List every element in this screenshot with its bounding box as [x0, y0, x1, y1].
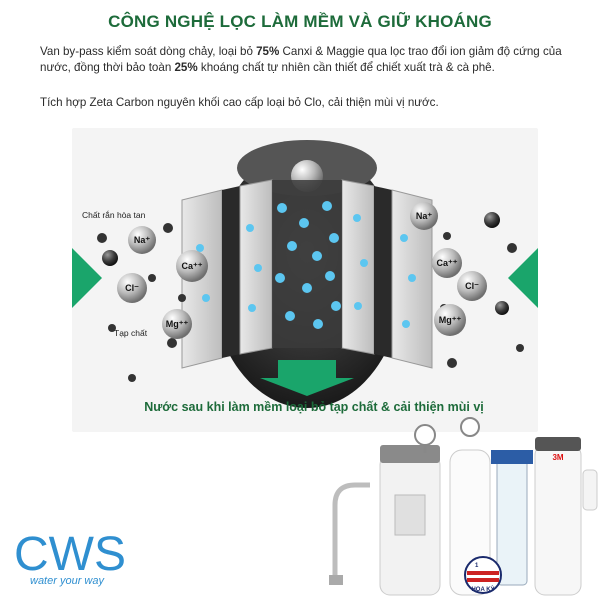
impurity-dots-left — [97, 223, 186, 382]
ion-left-ca-label: Ca⁺⁺ — [181, 261, 202, 271]
panel-right-2 — [374, 186, 392, 358]
ion-left-na: Na⁺ — [128, 226, 156, 254]
cartridge-3 — [534, 444, 582, 596]
water-droplets — [196, 201, 416, 329]
page-headline: CÔNG NGHỆ LỌC LÀM MỀM VÀ GIỮ KHOÁNG — [108, 12, 492, 31]
ion-left-na-label: Na⁺ — [134, 235, 151, 245]
ion-right-na: Na⁺ — [410, 202, 438, 230]
intro-percent-25: 25% — [174, 61, 198, 74]
badge-number: 1 — [475, 563, 479, 569]
filter-product-illustration: 3M 1 HOA KỲ — [329, 417, 598, 596]
intro-text-1: Van by-pass kiểm soát dòng chảy, loại bỏ — [40, 45, 257, 58]
ion-left-cl-label: Cl⁻ — [125, 283, 139, 293]
intro-percent-75: 75% — [256, 45, 280, 58]
cws-logo: CWS — [14, 528, 126, 581]
ion-right-ca-label: Ca⁺⁺ — [436, 258, 457, 268]
badge-label: HOA KỲ — [471, 586, 494, 593]
intro-paragraph: Van by-pass kiểm soát dòng chảy, loại bỏ… — [40, 44, 570, 76]
ion-right-cl: Cl⁻ — [457, 271, 487, 301]
ion-left-mg: Mg⁺⁺ — [162, 309, 192, 339]
filtration-illustration: Na⁺ Ca⁺⁺ Cl⁻ Mg⁺⁺ Na⁺ Ca⁺⁺ Cl⁻ Mg — [72, 140, 538, 408]
arrow-left — [72, 248, 102, 308]
diagram-caption: Nước sau khi làm mềm loại bỏ tạp chất & … — [144, 400, 484, 414]
dark-particle-1 — [102, 250, 118, 266]
ion-right-na-label: Na⁺ — [416, 211, 433, 221]
ion-right-ca: Ca⁺⁺ — [432, 248, 462, 278]
carbon-paragraph: Tích hợp Zeta Carbon nguyên khối cao cấp… — [40, 96, 439, 109]
ion-left-mg-label: Mg⁺⁺ — [166, 319, 189, 329]
ion-right-mg-label: Mg⁺⁺ — [439, 315, 462, 325]
intro-text-3: khoáng chất tự nhiên cần thiết để chiết … — [197, 61, 495, 74]
logo-letters: CWS — [14, 528, 126, 581]
impurity-dots-right — [440, 232, 524, 368]
faucet-icon — [332, 482, 370, 575]
brand-label: 3M — [552, 453, 563, 462]
pressure-gauge-1 — [414, 424, 436, 446]
logo-tagline: water your way — [30, 575, 104, 587]
panel-left-2 — [222, 186, 240, 358]
small-filter — [582, 469, 598, 511]
arrow-right — [508, 248, 538, 308]
ion-right-cl-label: Cl⁻ — [465, 281, 479, 291]
intro-text-2: Canxi & Maggie qua lọc trao đổi ion giảm… — [40, 45, 562, 74]
label-dissolved-solids: Chất rắn hòa tan — [82, 210, 146, 220]
ion-right-mg: Mg⁺⁺ — [434, 304, 466, 336]
arrow-down — [260, 360, 354, 396]
panel-right-1 — [341, 179, 375, 355]
dark-particle-3 — [495, 301, 509, 315]
dark-particle-2 — [484, 212, 500, 228]
clear-housing — [496, 459, 528, 586]
label-impurity: Tạp chất — [114, 328, 148, 338]
pressure-gauge-2 — [460, 417, 480, 437]
ion-left-ca: Ca⁺⁺ — [176, 250, 208, 282]
filtration-diagram: Na⁺ Ca⁺⁺ Cl⁻ Mg⁺⁺ Na⁺ Ca⁺⁺ Cl⁻ Mg — [72, 128, 538, 432]
ion-left-cl: Cl⁻ — [117, 273, 147, 303]
